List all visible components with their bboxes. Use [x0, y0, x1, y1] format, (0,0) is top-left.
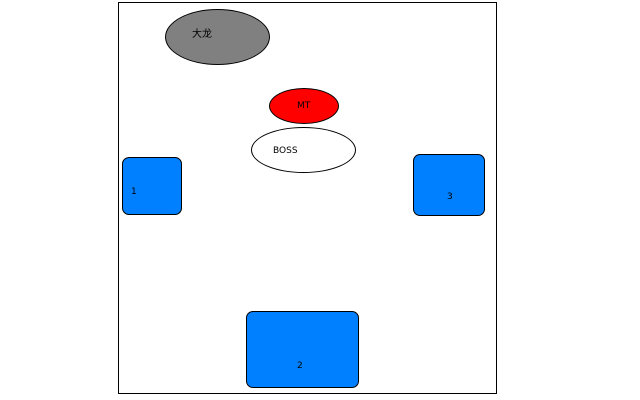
- dalong-label: 大龙: [192, 29, 212, 40]
- position-2-label: 2: [297, 361, 303, 371]
- position-3-box: 3: [413, 154, 485, 216]
- diagram-canvas: 大龙 MT BOSS 1 3 2: [118, 2, 497, 394]
- position-2-box: 2: [246, 311, 359, 388]
- boss-ellipse: BOSS: [251, 127, 356, 173]
- dalong-ellipse: 大龙: [165, 9, 270, 65]
- position-1-label: 1: [131, 187, 137, 197]
- boss-label: BOSS: [273, 146, 298, 156]
- position-3-label: 3: [447, 192, 453, 202]
- mt-label: MT: [297, 101, 311, 111]
- position-1-box: 1: [122, 157, 182, 215]
- mt-ellipse: MT: [269, 88, 339, 124]
